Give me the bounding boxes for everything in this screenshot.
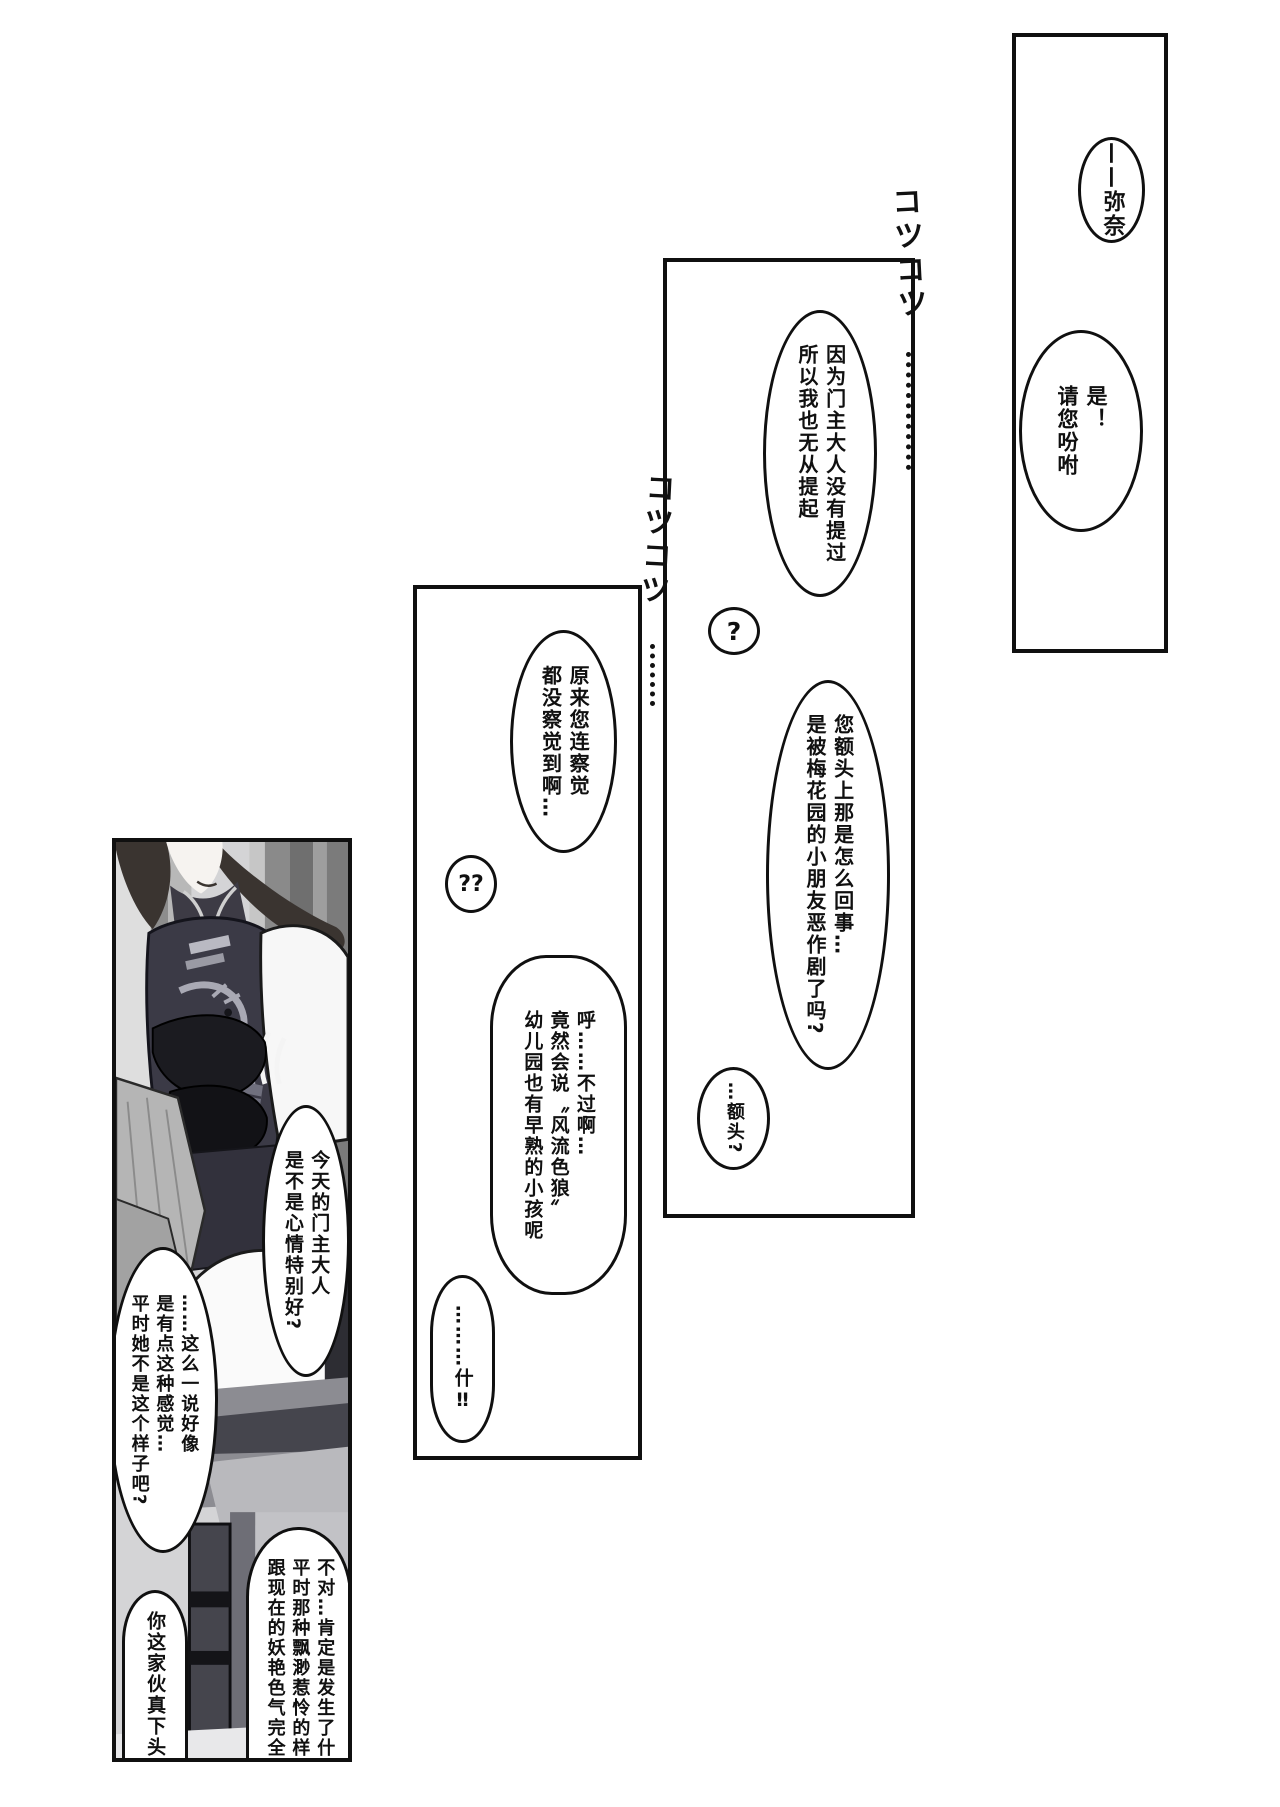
sfx-knocking-middle: コツコツ (633, 471, 676, 609)
panel-top-right: ——弥奈 是！ 请您吩咐 (1012, 33, 1168, 653)
sfx-trail-dots (650, 644, 655, 706)
speech-bubble: 原来您连察觉 都没察觉到啊… (510, 630, 617, 853)
speech-text: 原来您连察觉 都没察觉到啊… (538, 664, 591, 819)
speech-bubble: 因为门主大人没有提过 所以我也无从提起 (763, 310, 877, 597)
speech-bubble: 你这家伙真下头啊 (122, 1590, 188, 1762)
double-question-bubble: ?? (445, 855, 497, 913)
panel-second: 因为门主大人没有提过 所以我也无从提起 ? 您额头上那是怎么回事… 是被梅花园的… (663, 258, 915, 1218)
speech-text: 今天的门主大人 是不是心情特别好? (282, 1150, 331, 1332)
question-text: ?? (458, 871, 484, 897)
question-bubble: ? (708, 607, 760, 655)
speech-bubble: 不对…肯定是发生了什么 平时那种飘渺惹怜的样子 跟现在的妖艳色气完全… (246, 1527, 348, 1762)
panel-third: 原来您连察觉 都没察觉到啊… ?? 呼……不过啊… 竟然会说〝风流色狼〞 幼儿园… (413, 585, 642, 1460)
speech-bubble: 您额头上那是怎么回事… 是被梅花园的小朋友恶作剧了吗? (766, 680, 890, 1070)
speech-text: 您额头上那是怎么回事… 是被梅花园的小朋友恶作剧了吗? (803, 714, 855, 1036)
speech-text: ——弥奈 (1099, 142, 1125, 238)
sfx-knocking-top: コツコツ (885, 185, 928, 323)
speech-text: 不对…肯定是发生了什么 平时那种飘渺惹怜的样子 跟现在的妖艳色气完全… (264, 1558, 336, 1762)
speech-bubble-reply: 是！ 请您吩咐 (1019, 330, 1143, 532)
speech-text: 你这家伙真下头啊 (144, 1611, 167, 1762)
question-text: ? (726, 616, 742, 646)
speech-bubble: …额头? (697, 1067, 770, 1170)
speech-bubble: ……这么一说好像 是有点这种感觉… 平时她不是这个样子吧? (116, 1247, 218, 1553)
speech-bubble: 今天的门主大人 是不是心情特别好? (262, 1105, 348, 1377)
speech-text: ………什‼ (451, 1305, 474, 1413)
sfx-trail-dots (906, 352, 911, 470)
speech-text: 因为门主大人没有提过 所以我也无从提起 (795, 343, 847, 564)
speech-text: 呼……不过啊… 竟然会说〝风流色狼〞 幼儿园也有早熟的小孩呢 (521, 1009, 596, 1241)
panel-character: 今天的门主大人 是不是心情特别好? ……这么一说好像 是有点这种感觉… 平时她不… (112, 838, 352, 1762)
speech-bubble-call: ——弥奈 (1078, 137, 1145, 243)
speech-text: 是！ 请您吩咐 (1055, 385, 1108, 477)
speech-text: ……这么一说好像 是有点这种感觉… 平时她不是这个样子吧? (128, 1293, 200, 1507)
speech-text: …额头? (723, 1082, 745, 1155)
speech-bubble: 呼……不过啊… 竟然会说〝风流色狼〞 幼儿园也有早熟的小孩呢 (490, 955, 627, 1295)
speech-bubble: ………什‼ (430, 1275, 495, 1443)
